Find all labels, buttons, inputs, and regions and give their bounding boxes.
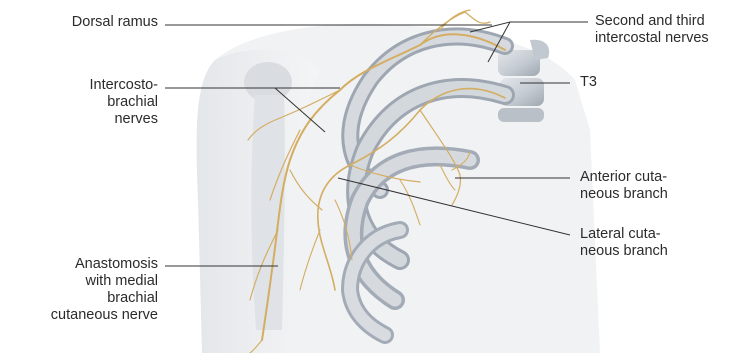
label-dorsal-ramus: Dorsal ramus (18, 14, 158, 31)
label-intercostal-nerves: Second and third intercostal nerves (595, 13, 753, 47)
label-lateral-cutaneous-branch: Lateral cuta- neous branch (580, 226, 750, 260)
label-intercostobrachial-nerves: Intercosto- brachial nerves (18, 77, 158, 128)
label-anastomosis: Anastomosis with medial brachial cutaneo… (8, 256, 158, 324)
label-anterior-cutaneous-branch: Anterior cuta- neous branch (580, 169, 750, 203)
label-t3: T3 (580, 74, 640, 91)
